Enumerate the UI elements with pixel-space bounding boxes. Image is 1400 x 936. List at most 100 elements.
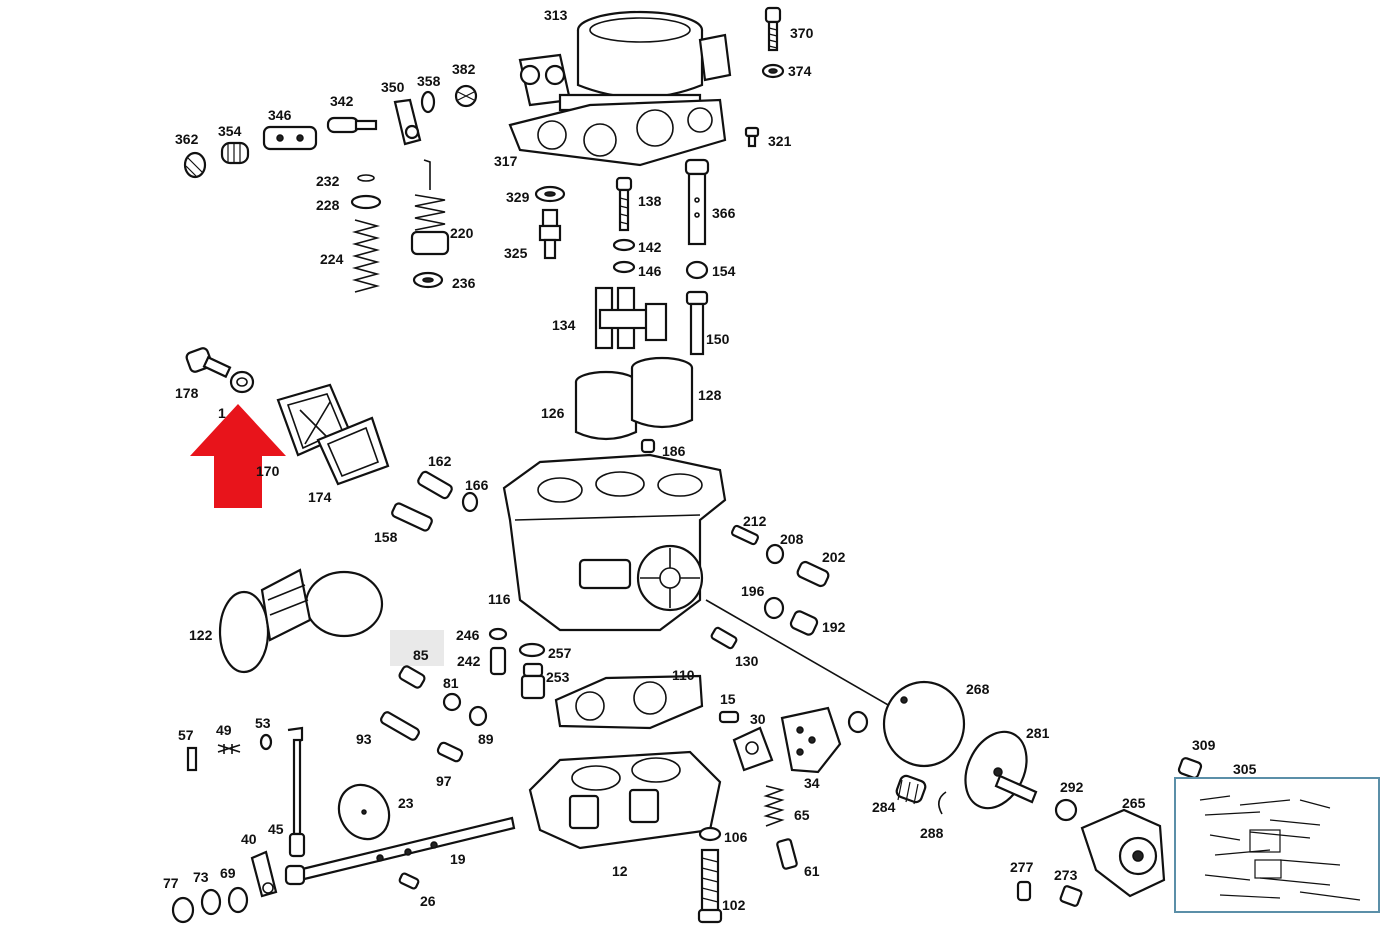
part-89-washer — [468, 705, 488, 727]
part-label-273: 273 — [1054, 867, 1078, 883]
part-236-washer — [412, 271, 444, 289]
part-350-lever — [393, 98, 422, 146]
part-242-jet — [489, 646, 507, 676]
part-1-washer — [229, 370, 255, 394]
part-label-85: 85 — [413, 647, 429, 663]
part-label-253: 253 — [546, 669, 570, 685]
part-label-130: 130 — [735, 653, 759, 669]
part-53-clip — [259, 733, 273, 751]
part-116-main-body — [502, 453, 727, 632]
part-228-washer — [350, 194, 382, 210]
part-212-screw — [730, 524, 760, 546]
part-label-313: 313 — [544, 7, 568, 23]
part-23-disc — [337, 783, 391, 841]
part-label-69: 69 — [220, 865, 236, 881]
part-label-212: 212 — [743, 513, 767, 529]
part-57-screw — [186, 746, 198, 772]
part-142-washer — [612, 238, 636, 252]
part-label-288: 288 — [920, 825, 944, 841]
part-30-bracket — [732, 726, 774, 772]
part-128-venturi — [630, 356, 694, 429]
part-label-61: 61 — [804, 863, 820, 879]
part-label-138: 138 — [638, 193, 662, 209]
part-102-screw — [697, 848, 723, 924]
part-257-washer — [518, 642, 546, 658]
part-label-40: 40 — [241, 831, 257, 847]
part-174-gasket — [316, 416, 390, 486]
part-81-washer — [442, 692, 462, 712]
part-label-196: 196 — [741, 583, 765, 599]
part-label-150: 150 — [706, 331, 730, 347]
part-label-192: 192 — [822, 619, 846, 635]
part-label-26: 26 — [420, 893, 436, 909]
part-label-358: 358 — [417, 73, 441, 89]
part-110-gasket — [554, 674, 704, 730]
part-292-washer — [1054, 798, 1078, 822]
part-label-134: 134 — [552, 317, 576, 333]
part-65-spring — [763, 785, 785, 827]
part-label-246: 246 — [456, 627, 480, 643]
part-342-pin — [326, 116, 378, 134]
part-label-257: 257 — [548, 645, 572, 661]
part-288-clip — [938, 791, 947, 815]
part-178-screw — [185, 347, 232, 379]
part-label-329: 329 — [506, 189, 530, 205]
part-label-128: 128 — [698, 387, 722, 403]
part-label-19: 19 — [450, 851, 466, 867]
part-224-spring — [351, 219, 381, 293]
part-253-valve — [520, 662, 546, 700]
part-label-277: 277 — [1010, 859, 1034, 875]
part-label-236: 236 — [452, 275, 476, 291]
part-label-350: 350 — [381, 79, 405, 95]
part-202-jet — [796, 560, 830, 588]
part-208-washer — [765, 543, 785, 565]
part-label-158: 158 — [374, 529, 398, 545]
part-26-screw — [398, 872, 420, 890]
part-label-370: 370 — [790, 25, 814, 41]
part-label-110: 110 — [672, 667, 695, 683]
part-label-342: 342 — [330, 93, 354, 109]
part-label-30: 30 — [750, 711, 766, 727]
part-73-washer — [200, 888, 222, 916]
part-321-screw — [744, 126, 760, 148]
part-label-292: 292 — [1060, 779, 1084, 795]
part-label-242: 242 — [457, 653, 481, 669]
part-label-1: 1 — [218, 405, 226, 421]
part-346-block — [262, 125, 318, 151]
part-label-65: 65 — [794, 807, 810, 823]
part-label-232: 232 — [316, 173, 340, 189]
overview-inset — [1174, 777, 1380, 913]
part-268-gasket — [882, 680, 966, 768]
part-label-268: 268 — [966, 681, 990, 697]
part-label-220: 220 — [450, 225, 474, 241]
part-label-228: 228 — [316, 197, 340, 213]
highlight-box-85 — [390, 630, 444, 666]
part-nut-near-268 — [847, 710, 869, 734]
part-label-321: 321 — [768, 133, 792, 149]
part-label-77: 77 — [163, 875, 179, 891]
part-label-325: 325 — [504, 245, 528, 261]
part-label-81: 81 — [443, 675, 459, 691]
part-93-screw — [380, 711, 420, 741]
part-85-screw — [398, 665, 426, 689]
part-label-186: 186 — [662, 443, 686, 459]
part-309-screw — [1177, 757, 1203, 779]
part-370-screw — [764, 6, 782, 52]
part-362-nut — [183, 151, 207, 179]
part-273-screw — [1059, 885, 1083, 907]
part-label-166: 166 — [465, 477, 489, 493]
part-358-clip — [420, 90, 436, 114]
part-34-housing — [780, 706, 842, 774]
part-rod-45 — [287, 726, 306, 858]
part-label-23: 23 — [398, 795, 414, 811]
part-label-53: 53 — [255, 715, 271, 731]
part-122-float — [218, 568, 384, 674]
part-label-202: 202 — [822, 549, 846, 565]
part-label-97: 97 — [436, 773, 452, 789]
part-49-spring — [217, 744, 241, 754]
part-label-122: 122 — [189, 627, 213, 643]
part-label-346: 346 — [268, 107, 292, 123]
part-label-116: 116 — [488, 591, 511, 607]
part-19-shaft — [284, 816, 516, 886]
